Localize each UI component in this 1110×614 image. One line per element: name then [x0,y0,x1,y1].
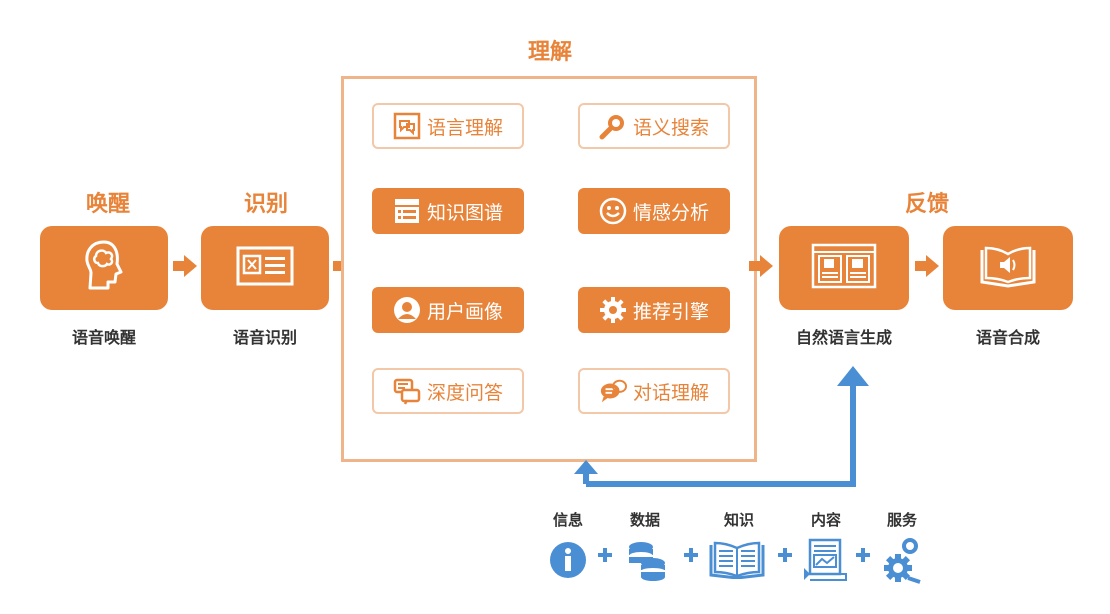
module-semantic-search: 语义搜索 [578,103,730,149]
stage-title-recognize: 识别 [243,192,288,217]
resource-label-data: 数据 [629,511,660,529]
stage-box-wake [40,226,168,310]
document-icon [802,538,848,586]
feedback-connector [574,366,869,487]
plus-icon [684,548,698,562]
module-deep-qa: 深度问答 [372,368,524,414]
chat-bubbles-icon [393,112,421,140]
translate-book-icon [811,243,877,293]
stage-box-nlg [779,226,909,310]
flow-arrow-shaft [173,261,185,271]
user-icon [393,296,421,324]
flow-arrow-shaft [749,261,761,271]
module-sentiment-analysis: 情感分析 [578,188,730,234]
stage-title-feedback: 反馈 [904,192,949,217]
module-knowledge-graph: 知识图谱 [372,188,524,234]
resource-label-knowledge: 知识 [723,511,754,529]
flow-arrow-icon [760,255,773,277]
stage-label-tts: 语音合成 [975,328,1040,347]
stage-title-wake: 唤醒 [85,192,130,217]
info-icon [549,541,587,583]
dialog-icon [599,377,627,405]
gears-icon [880,536,924,588]
understanding-title: 理解 [527,40,572,65]
magnifier-icon [599,112,627,140]
brain-head-icon [82,238,126,298]
flow-arrow-shaft [333,261,345,271]
resource-label-service: 服务 [886,511,917,529]
stage-label-nlg: 自然语言生成 [795,328,892,347]
qa-bubbles-icon [393,377,421,405]
flow-arrow-icon [926,255,939,277]
flow-arrow-icon [184,255,197,277]
resource-label-content: 内容 [810,511,841,529]
gear-icon [599,296,627,324]
open-book-icon [708,541,766,583]
stage-label-wake: 语音唤醒 [71,328,136,347]
audio-book-icon [978,244,1038,292]
module-dialog-understanding: 对话理解 [578,368,730,414]
stage-box-tts [943,226,1073,310]
plus-icon [856,548,870,562]
plus-icon [778,548,792,562]
stage-box-recognize [201,226,329,310]
module-recommendation-engine: 推荐引擎 [578,287,730,333]
module-language-understanding: 语言理解 [372,103,524,149]
database-icon [625,539,669,587]
plus-icon [598,548,612,562]
smiley-icon [599,197,627,225]
list-icon [393,197,421,225]
id-card-icon [236,246,294,290]
module-user-profile: 用户画像 [372,287,524,333]
resource-label-info: 信息 [552,511,583,529]
flow-arrow-shaft [915,261,927,271]
stage-label-recognize: 语音识别 [232,328,297,347]
